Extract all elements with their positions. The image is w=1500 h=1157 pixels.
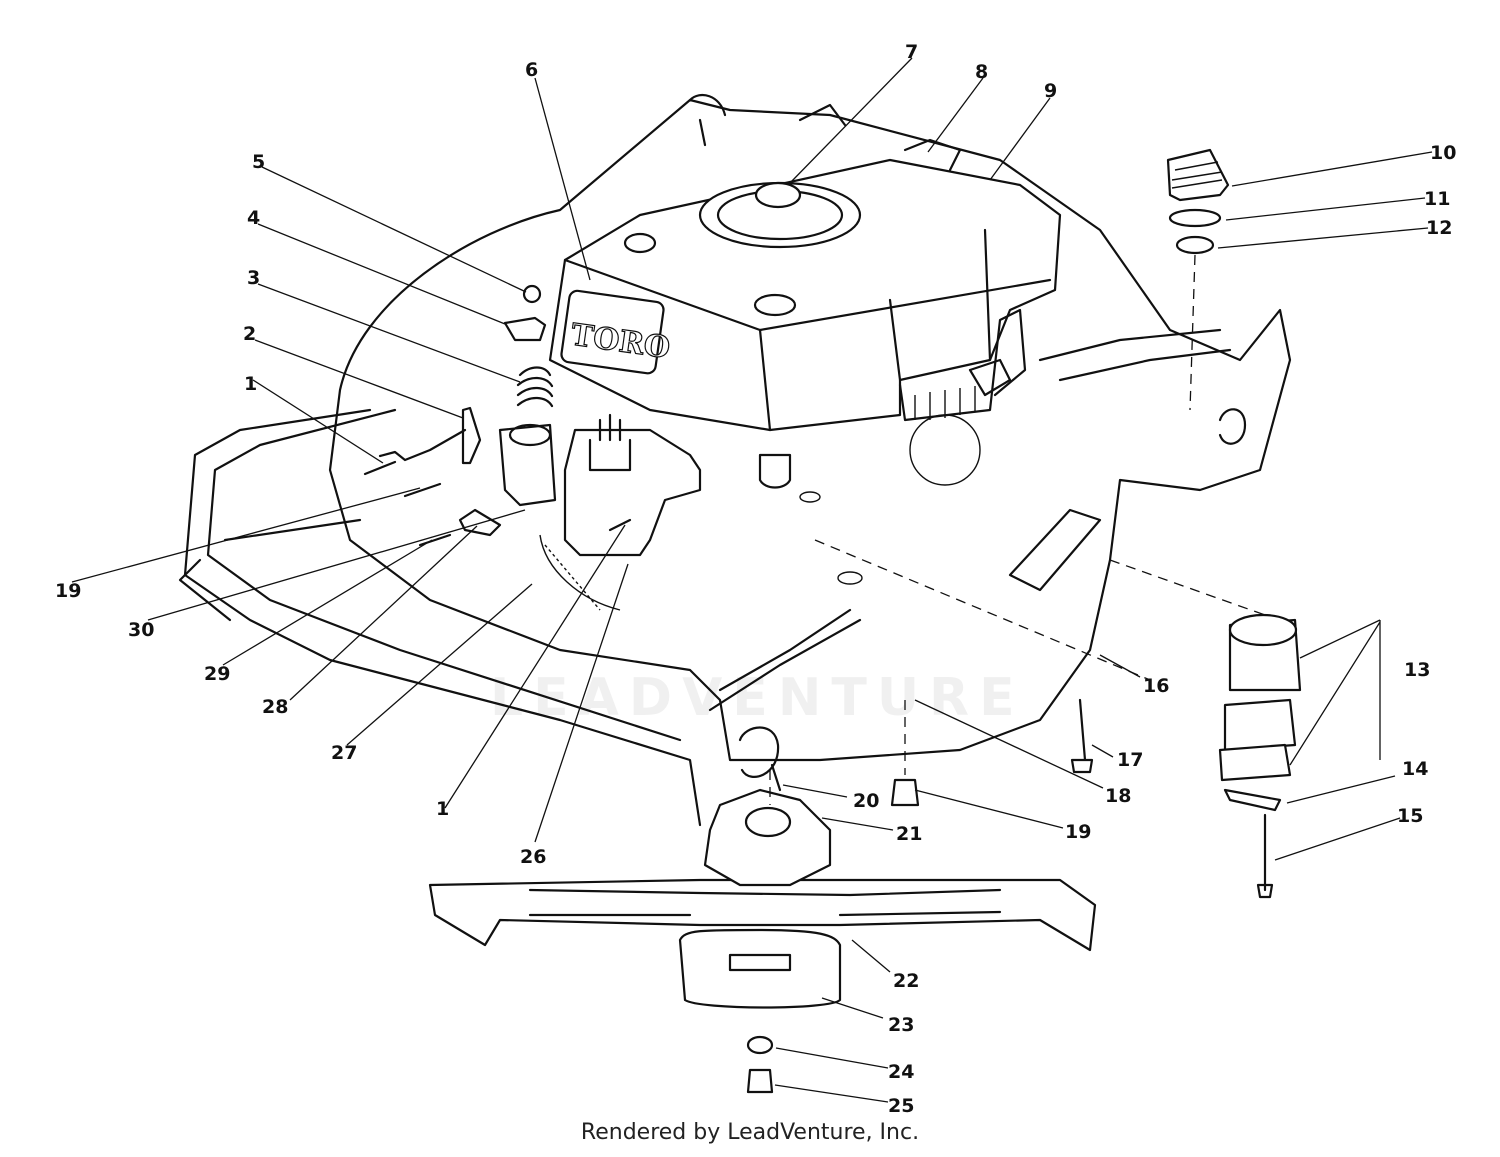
- callout-1b: 1: [436, 798, 449, 820]
- callouts: 1 2 3 4 5 6 7 8 9 10 11 12 13 14 15 16 1…: [55, 41, 1456, 1117]
- callout-19b: 19: [1065, 821, 1091, 843]
- callout-22: 22: [893, 970, 919, 992]
- callout-8: 8: [975, 61, 988, 83]
- muffler-assembly: [1166, 148, 1302, 899]
- callout-21: 21: [896, 823, 922, 845]
- callout-26: 26: [520, 846, 546, 868]
- callout-11: 11: [1424, 188, 1450, 210]
- callout-23: 23: [888, 1014, 914, 1036]
- callout-1a: 1: [244, 373, 257, 395]
- callout-3: 3: [247, 267, 260, 289]
- callout-7: 7: [905, 41, 918, 63]
- callout-29: 29: [204, 663, 230, 685]
- callout-24: 24: [888, 1061, 914, 1083]
- callout-12: 12: [1426, 217, 1452, 239]
- leader-lines: [71, 57, 1433, 1103]
- alignment-lines: [769, 254, 1266, 805]
- callout-28: 28: [262, 696, 288, 718]
- callout-5: 5: [252, 151, 265, 173]
- footer-credit: Rendered by LeadVenture, Inc.: [580, 1120, 920, 1145]
- callout-14: 14: [1402, 758, 1428, 780]
- callout-27: 27: [331, 742, 357, 764]
- callout-2: 2: [243, 323, 256, 345]
- callout-10: 10: [1430, 142, 1456, 164]
- callout-20: 20: [853, 790, 879, 812]
- callout-9: 9: [1044, 80, 1057, 102]
- callout-30: 30: [128, 619, 154, 641]
- engine: TORO: [548, 138, 1062, 489]
- callout-17: 17: [1117, 749, 1143, 771]
- callout-4: 4: [247, 207, 260, 229]
- starter-assembly: [363, 284, 702, 611]
- callout-6: 6: [525, 59, 538, 81]
- callout-19a: 19: [55, 580, 81, 602]
- blade-assembly: [428, 698, 1097, 1094]
- watermark-text: LEADVENTURE: [490, 668, 1025, 728]
- callout-15: 15: [1397, 805, 1423, 827]
- mower-deck: [178, 93, 1292, 827]
- callout-13: 13: [1404, 659, 1430, 681]
- callout-18: 18: [1105, 785, 1131, 807]
- callout-16: 16: [1143, 675, 1169, 697]
- callout-25: 25: [888, 1095, 914, 1117]
